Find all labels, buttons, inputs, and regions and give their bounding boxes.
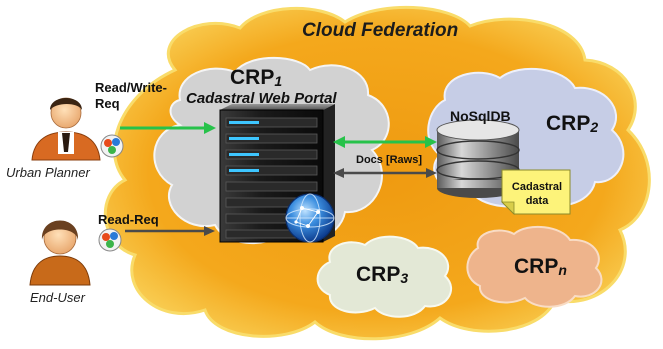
database-label: NoSqlDB [450, 108, 511, 124]
browser-icon [100, 134, 124, 158]
crpn-label: CRPn [514, 255, 567, 278]
urban-planner-label: Urban Planner [6, 165, 90, 180]
globe-icon [285, 193, 335, 243]
docs-label: Docs [Raws] [356, 154, 423, 166]
note-text: Cadastral data [511, 181, 563, 207]
crp1-subtitle: Cadastral Web Portal [186, 90, 337, 107]
crp2-label: CRP2 [546, 112, 599, 135]
green-request-arrow [120, 122, 216, 134]
end-user-label: End-User [30, 290, 85, 305]
diagram-title: Cloud Federation [302, 20, 459, 41]
urban-planner-request-label: Read/Write- Req [95, 80, 167, 111]
green-bidirectional-arrow [333, 136, 437, 148]
urban-planner-avatar-icon [31, 97, 101, 161]
docs-bidirectional-arrow [333, 168, 437, 178]
database-icon [436, 119, 520, 198]
crp1-label: CRP1 [230, 66, 283, 89]
read-request-arrow [125, 226, 215, 236]
crp3-label: CRP3 [356, 263, 409, 286]
browser-icon [98, 228, 122, 252]
note-icon [501, 169, 571, 215]
end-user-request-label: Read-Req [98, 212, 159, 227]
end-user-avatar-icon [29, 220, 91, 286]
crp3-cloud [316, 235, 452, 318]
crpn-cloud [466, 225, 603, 308]
